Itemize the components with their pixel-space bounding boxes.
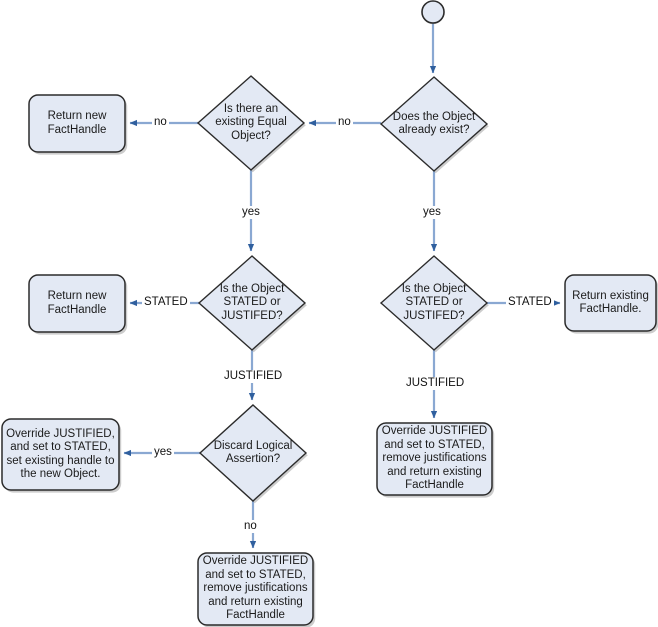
stated-or-justifed-right[interactable] xyxy=(379,255,489,351)
does-object-exist[interactable] xyxy=(379,76,489,172)
edge-label-stated-right-to-return-existing: STATED xyxy=(506,296,554,309)
edge-label-equal-no-to-return-new: no xyxy=(152,116,169,129)
edge-label-discard-yes-to-override: yes xyxy=(152,446,174,459)
edge-label-justified-right-to-override: JUSTIFIED xyxy=(404,377,467,390)
return-new-facthandle-top[interactable] xyxy=(28,94,126,153)
edge-label-equal-yes-to-stated-left: yes xyxy=(240,206,262,219)
edge-label-exists-yes-to-stated-right: yes xyxy=(421,206,443,219)
edges-layer xyxy=(123,23,561,549)
return-existing-facthandle[interactable] xyxy=(564,274,657,332)
start-node[interactable] xyxy=(421,0,445,24)
edge-label-justified-left-to-discard: JUSTIFIED xyxy=(222,370,285,383)
override-remove-justifications-right[interactable] xyxy=(376,422,493,496)
return-new-facthandle-mid[interactable] xyxy=(28,274,126,333)
stated-or-justifed-left[interactable] xyxy=(197,255,307,351)
edge-label-exists-no-to-equal: no xyxy=(336,116,353,129)
edge-label-discard-no-to-override-bottom: no xyxy=(242,520,259,533)
discard-logical-assertion[interactable] xyxy=(198,404,308,502)
override-remove-justifications-bottom[interactable] xyxy=(197,552,314,626)
existing-equal-object[interactable] xyxy=(196,75,306,171)
edge-label-stated-left-to-return-new: STATED xyxy=(142,296,190,309)
override-set-existing-handle[interactable] xyxy=(1,418,120,491)
